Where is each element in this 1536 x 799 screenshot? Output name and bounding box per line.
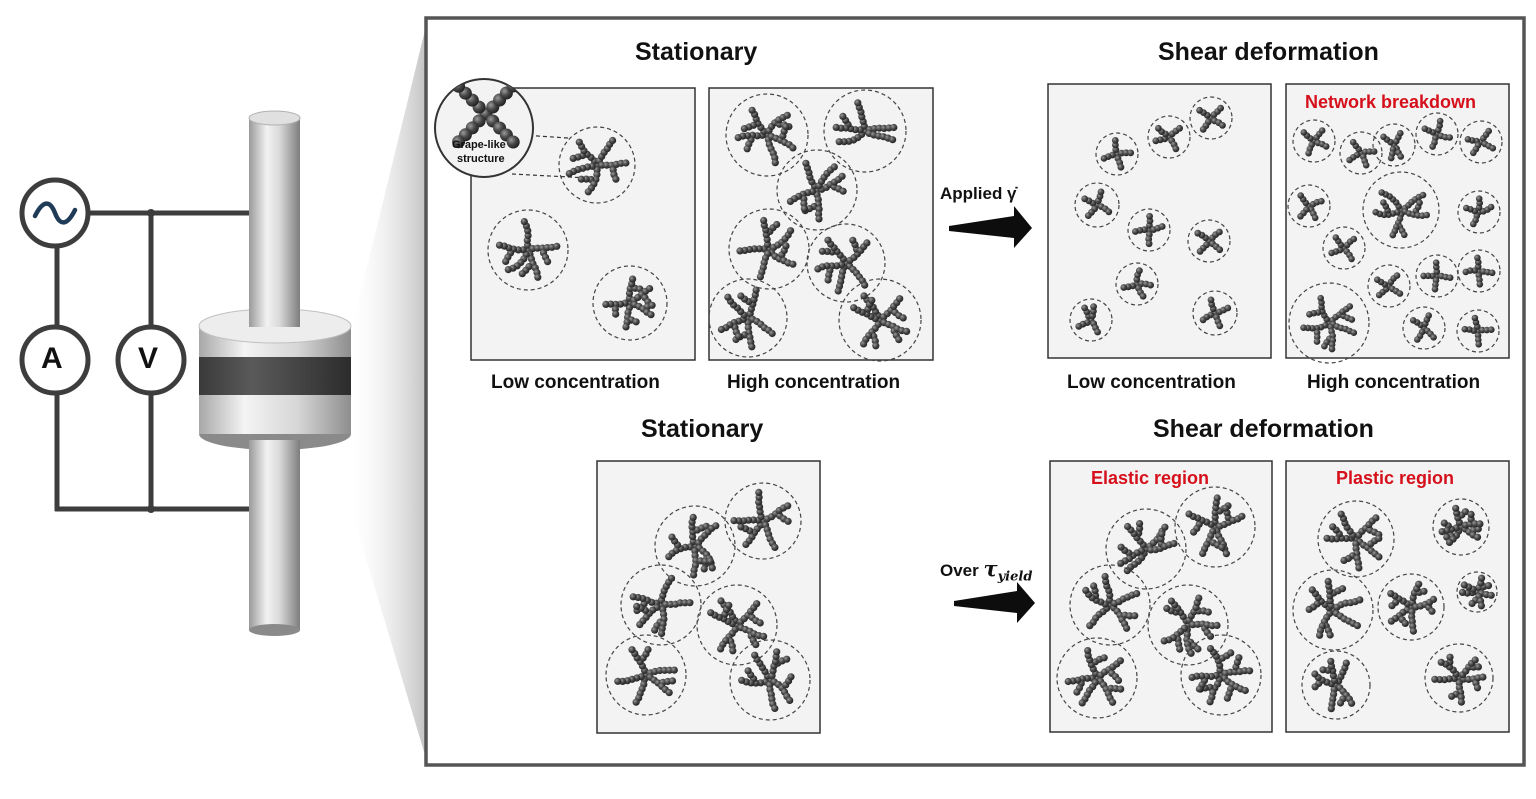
title-top-shear: Shear deformation bbox=[1158, 38, 1379, 67]
inset-label-line2: structure bbox=[457, 153, 505, 165]
arrow-label-applied-shear: Applied γ̇ bbox=[940, 184, 1017, 204]
zoom-cone bbox=[352, 18, 428, 765]
sample-band bbox=[199, 357, 351, 395]
title-top-stationary: Stationary bbox=[635, 38, 757, 67]
title-bottom-shear: Shear deformation bbox=[1153, 415, 1374, 444]
arrow-label-prefix: Over bbox=[940, 561, 983, 580]
caption-top-high-right: High concentration bbox=[1307, 372, 1480, 394]
title-bottom-stationary: Stationary bbox=[641, 415, 763, 444]
caption-top-low-right: Low concentration bbox=[1067, 372, 1236, 394]
label-elastic-region: Elastic region bbox=[1091, 468, 1209, 489]
caption-top-high-left: High concentration bbox=[727, 372, 900, 394]
yield-subscript: yield bbox=[998, 569, 1033, 584]
label-plastic-region: Plastic region bbox=[1336, 468, 1454, 489]
shaft-top bbox=[249, 111, 300, 125]
ammeter-label: A bbox=[41, 342, 63, 376]
tau-symbol: τ bbox=[983, 556, 997, 581]
inset-label-line1: Grape-like bbox=[452, 139, 506, 151]
caption-top-low-left: Low concentration bbox=[491, 372, 660, 394]
voltmeter-label: V bbox=[138, 342, 158, 376]
label-network-breakdown: Network breakdown bbox=[1305, 92, 1476, 113]
arrow-label-over-yield: Over τyield bbox=[940, 556, 1032, 584]
rheometer bbox=[22, 111, 351, 636]
